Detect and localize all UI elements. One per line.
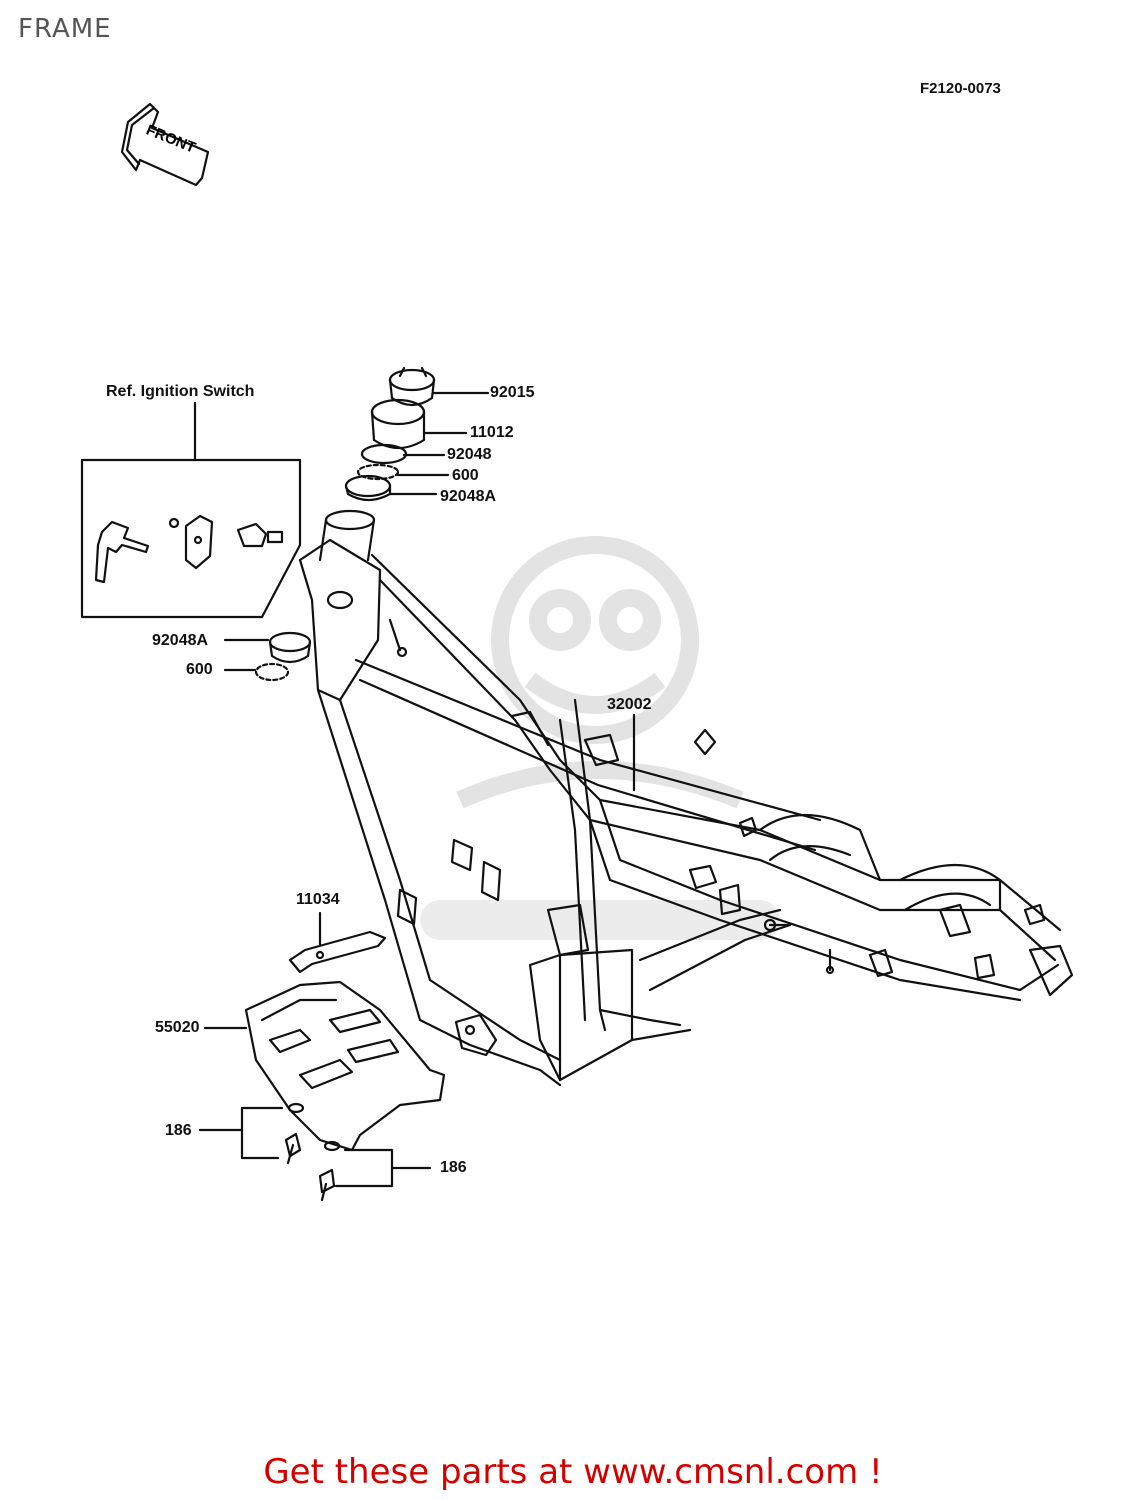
part-label-55020: 55020 <box>155 1019 200 1036</box>
front-arrow-label: FRONT <box>144 122 198 157</box>
part-label-92048a-bottom: 92048A <box>152 632 209 649</box>
ignition-switch-box <box>80 401 302 619</box>
skid-plate-55020 <box>244 980 446 1152</box>
part-label-11012: 11012 <box>470 424 514 441</box>
leader-lines <box>198 391 636 1188</box>
steering-stack <box>344 366 436 502</box>
part-label-600-top: 600 <box>452 467 479 484</box>
ref-ignition-switch-label: Ref. Ignition Switch <box>106 383 255 400</box>
part-label-186-left: 186 <box>165 1122 192 1139</box>
page-title: FRAME <box>18 14 112 44</box>
part-label-32002: 32002 <box>607 696 652 713</box>
main-frame <box>298 509 1074 1087</box>
diagram-code: F2120-0073 <box>920 80 1001 97</box>
front-arrow-icon <box>120 102 210 187</box>
part-label-92048a-top: 92048A <box>440 488 497 505</box>
part-label-186-right: 186 <box>440 1159 467 1176</box>
part-label-600-bottom: 600 <box>186 661 213 678</box>
lower-bearing <box>254 631 312 682</box>
part-label-11034: 11034 <box>296 891 340 908</box>
part-label-92015: 92015 <box>490 384 535 401</box>
footer-link[interactable]: Get these parts at www.cmsnl.com ! <box>263 1452 883 1492</box>
bracket-11034 <box>288 930 387 974</box>
part-label-92048: 92048 <box>447 446 492 463</box>
fasteners-186 <box>284 1102 341 1202</box>
